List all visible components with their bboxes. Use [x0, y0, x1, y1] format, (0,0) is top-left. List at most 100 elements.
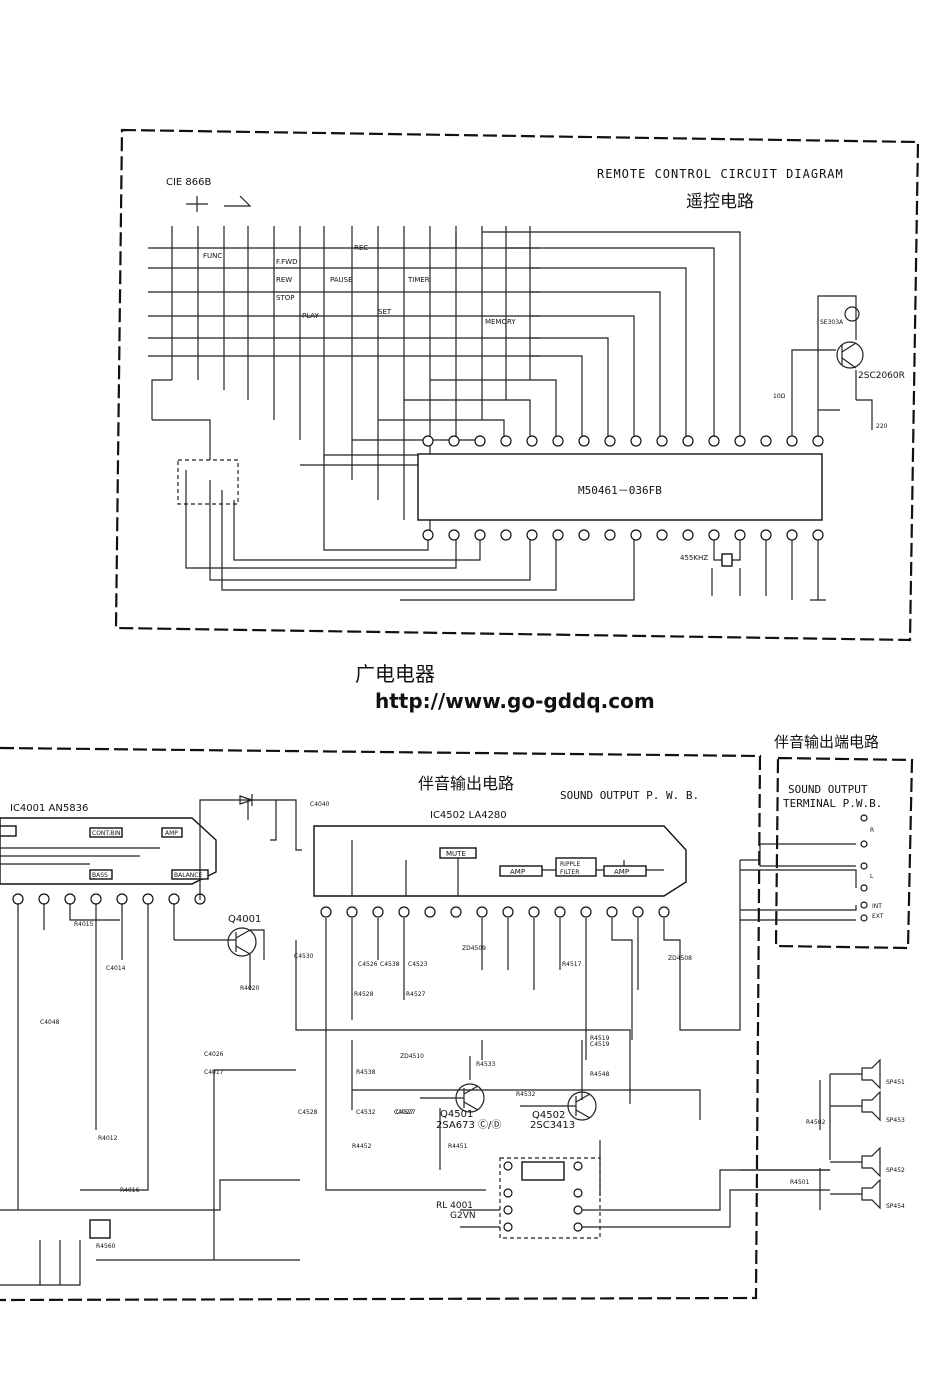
- part-label-c4027: C4027: [394, 1109, 414, 1116]
- ir-led: [844, 306, 860, 322]
- ic-pins-bottom: [422, 529, 824, 541]
- key-label-rew: REW: [276, 276, 292, 284]
- part-label-r4517: R4517: [562, 961, 582, 968]
- key-label-rec: REC: [354, 244, 368, 252]
- sound-output-section: 伴音输出电路 SOUND OUTPUT P. W. B. 伴音输出端电路 SOU…: [0, 733, 914, 1302]
- part-label-c4014: C4014: [106, 965, 126, 972]
- key-label-timer: TIMER: [407, 276, 430, 284]
- part-label-r4015: R4015: [74, 921, 94, 928]
- q4501-label: Q4501: [440, 1109, 473, 1120]
- switch-symbol: [186, 195, 252, 212]
- svg-text:AMP: AMP: [510, 868, 525, 876]
- relay-rl4001: [499, 1157, 601, 1239]
- q4501-type: 2SA673 Ⓒ/Ⓓ: [436, 1119, 501, 1131]
- part-label-c4527: C4527: [396, 1109, 416, 1116]
- watermark-url: http://www.go-gddq.com: [375, 689, 655, 713]
- ic4001-label: IC4001 AN5836: [10, 803, 88, 814]
- ic-pins-top: [422, 435, 824, 447]
- speaker-label-sp451: SP451: [886, 1079, 905, 1086]
- crystal-label: 455KHZ: [680, 554, 708, 562]
- svg-text:RIPPLE: RIPPLE: [560, 861, 581, 868]
- remote-border: [114, 128, 920, 642]
- part-label-zd4509: ZD4509: [462, 945, 486, 952]
- block-bass: [89, 869, 113, 880]
- 2sc2060r-transistor: [836, 341, 864, 369]
- terminal-label-r: R: [870, 827, 874, 834]
- part-label-zd4510: ZD4510: [400, 1053, 424, 1060]
- ic4502-pins: [320, 906, 670, 918]
- sound-title-cn: 伴音输出电路: [418, 774, 514, 793]
- part-label-r4528: R4528: [354, 991, 374, 998]
- relay-type: G2VN: [450, 1211, 476, 1221]
- q4502-type: 2SC3413: [530, 1120, 575, 1131]
- key-label-func: FUNC: [203, 252, 222, 260]
- m50461-ic-label: M50461－036FB: [578, 484, 662, 497]
- q4001-transistor: [227, 927, 257, 957]
- part-label-c4048: C4048: [40, 1019, 60, 1026]
- part-label-c4040: C4040: [310, 801, 330, 808]
- block-amp-left: [161, 827, 183, 838]
- key-label-stop: STOP: [276, 294, 294, 302]
- part-label-c4523: C4523: [408, 961, 428, 968]
- speaker-sp452: [861, 1146, 881, 1178]
- speaker-sp451: [861, 1058, 881, 1090]
- part-label-r4533: R4533: [476, 1061, 496, 1068]
- part-label-r4012: R4012: [98, 1135, 118, 1142]
- sound-border: [0, 746, 762, 1302]
- svg-text:CONT.BIN: CONT.BIN: [92, 830, 121, 837]
- part-label-r4016: R4016: [120, 1187, 140, 1194]
- key-label-pause: PAUSE: [330, 276, 353, 284]
- part-label-c4026: C4026: [204, 1051, 224, 1058]
- speaker-label-sp452: SP452: [886, 1167, 905, 1174]
- part-label-r4532: R4532: [516, 1091, 536, 1098]
- terminal-jacks: R L INT EXT: [740, 814, 884, 922]
- part-label-zd4508: ZD4508: [668, 955, 692, 962]
- ic4502: [313, 825, 687, 897]
- key-label-play: PLAY: [302, 312, 320, 320]
- remote-title-cn: 遥控电路: [686, 192, 754, 212]
- crystal: [721, 553, 733, 567]
- cap-c4560: [89, 1219, 111, 1239]
- part-label-c4017: C4017: [204, 1069, 224, 1076]
- terminal-title-cn: 伴音输出端电路: [774, 733, 879, 751]
- terminal-label-l: L: [870, 873, 874, 880]
- relay-label: RL 4001: [436, 1201, 473, 1211]
- key-labels: FUNC TIMER SET PLAY STOP REW F.FWD REC P…: [203, 244, 516, 326]
- terminal-title-en-2: TERMINAL P.W.B.: [783, 797, 882, 810]
- remote-title-en: REMOTE CONTROL CIRCUIT DIAGRAM: [597, 167, 844, 181]
- terminal-label-ext: EXT: [872, 913, 884, 920]
- connector-block: [177, 459, 239, 505]
- part-label-r4538: R4538: [356, 1069, 376, 1076]
- part-label-r4519: R4519: [590, 1035, 610, 1042]
- svg-text:BALANCE: BALANCE: [174, 872, 202, 879]
- m50461-ic: [417, 453, 823, 521]
- part-label-c4530: C4530: [294, 953, 314, 960]
- svg-text:MUTE: MUTE: [446, 850, 466, 858]
- part-label-r4452: R4452: [352, 1143, 372, 1150]
- block-ripple-filter: [555, 857, 597, 877]
- terminal-border: [774, 756, 914, 950]
- ic4502-label: IC4502 LA4280: [430, 810, 507, 821]
- part-label-r4560: R4560: [96, 1243, 116, 1250]
- part-label-c4526: C4526: [358, 961, 378, 968]
- key-label-memory: MEMORY: [485, 318, 516, 326]
- svg-text:AMP: AMP: [614, 868, 629, 876]
- part-label-c4528: C4528: [298, 1109, 318, 1116]
- remote-ic-ref: CIE 866B: [166, 177, 212, 188]
- speakers: SP451 SP453 SP452 SP454: [740, 1058, 905, 1210]
- block-contbin: [89, 827, 123, 838]
- part-label-r4548: R4548: [590, 1071, 610, 1078]
- speaker-sp454: [861, 1178, 881, 1210]
- block-amp-r: [499, 865, 543, 877]
- cap-label: 220: [876, 423, 888, 430]
- key-label-set: SET: [378, 308, 392, 316]
- ir-led-label: SE303A: [820, 319, 844, 326]
- svg-text:BASS: BASS: [92, 872, 108, 879]
- transistor-label: 2SC2060R: [858, 371, 905, 381]
- part-label-r4451: R4451: [448, 1143, 468, 1150]
- terminal-title-en-1: SOUND OUTPUT: [788, 783, 868, 796]
- relay-pins: [503, 1161, 583, 1232]
- terminal-label-int: INT: [872, 903, 882, 910]
